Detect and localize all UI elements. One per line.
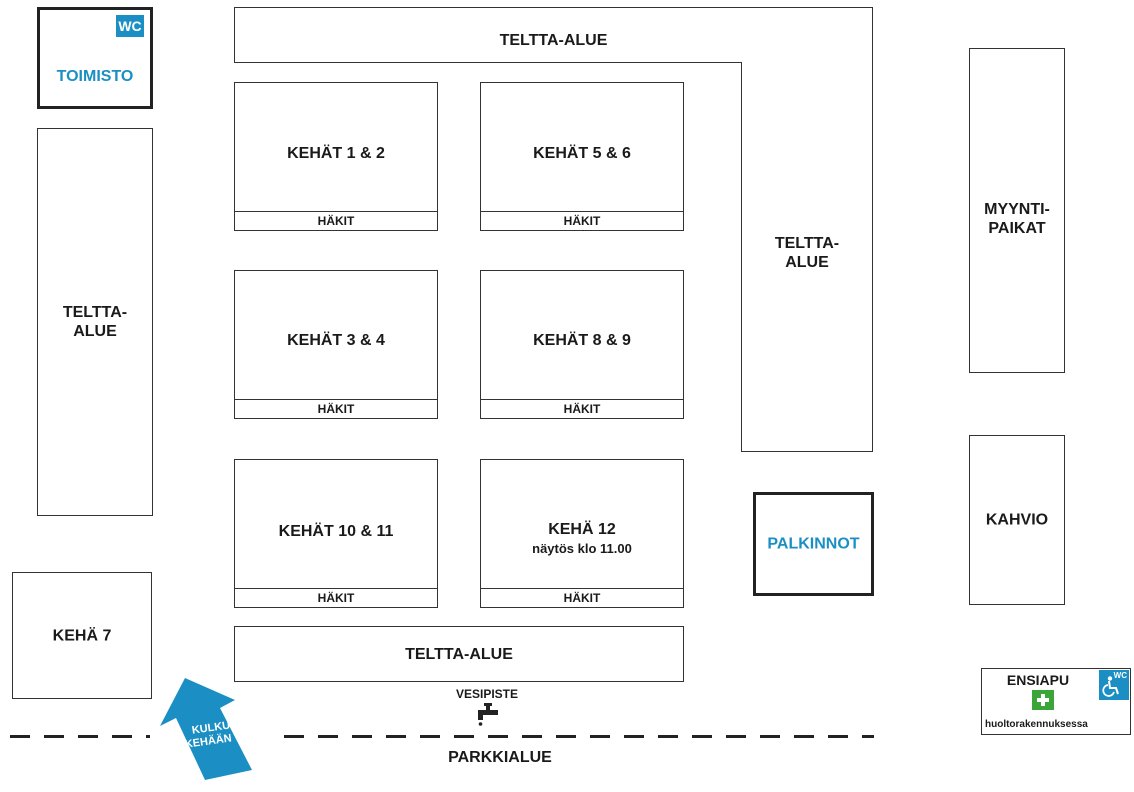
ring-label: KEHÄT 8 & 9: [533, 332, 631, 349]
ring-7-label: KEHÄ 7: [52, 627, 112, 644]
office-label: TOIMISTO: [56, 68, 134, 85]
first-aid-title: ENSIAPU: [1006, 672, 1070, 688]
wc-icon: WC: [116, 15, 144, 37]
ring-label: KEHÄT 5 & 6: [533, 145, 631, 162]
water-point-label: VESIPISTE: [455, 687, 519, 701]
cages-label: HÄKIT: [480, 211, 684, 231]
prizes-label: PALKINNOT: [767, 535, 860, 553]
tent-area-left-label: TELTTA- ALUE: [62, 304, 128, 340]
tent-area-right-label: TELTTA- ALUE: [774, 235, 840, 271]
wc-icon: WC: [1113, 671, 1127, 680]
cages-label: HÄKIT: [234, 211, 438, 231]
ring-1-2: KEHÄT 1 & 2 HÄKIT: [234, 82, 438, 231]
tent-area-bottom-label: TELTTA-ALUE: [405, 646, 513, 663]
tent-area-right: TELTTA- ALUE: [741, 62, 873, 452]
tent-area-top-label: TELTTA-ALUE: [499, 32, 608, 49]
ring-3-4: KEHÄT 3 & 4 HÄKIT: [234, 270, 438, 419]
ring-10-11: KEHÄT 10 & 11 HÄKIT: [234, 459, 438, 608]
ring-8-9: KEHÄT 8 & 9 HÄKIT: [480, 270, 684, 419]
ring-label: KEHÄT 10 & 11: [278, 523, 394, 540]
tent-area-bottom: TELTTA-ALUE: [234, 626, 684, 682]
first-aid-cross-icon: [1032, 690, 1054, 710]
ring-7: KEHÄ 7: [12, 572, 152, 699]
water-tap-icon: [478, 703, 498, 726]
prizes-booth: PALKINNOT: [753, 492, 874, 596]
parking-area-label: PARKKIALUE: [448, 749, 552, 766]
office-building: WC TOIMISTO: [37, 7, 153, 109]
cages-label: HÄKIT: [234, 588, 438, 608]
ring-label: KEHÄ 12: [548, 521, 616, 538]
show-time-note: näytös klo 11.00: [532, 541, 632, 556]
tent-area-joint: [742, 61, 872, 63]
parking-boundary-line: [284, 735, 874, 738]
ring-5-6: KEHÄT 5 & 6 HÄKIT: [480, 82, 684, 231]
cafe: KAHVIO: [969, 435, 1065, 605]
first-aid-box: ENSIAPU WC huoltorakennuksessa: [981, 668, 1131, 735]
ring-label: KEHÄT 3 & 4: [287, 332, 385, 349]
first-aid-location-note: huoltorakennuksessa: [985, 719, 1088, 730]
parking-boundary-line: [10, 735, 150, 738]
tent-area-top: TELTTA-ALUE: [234, 7, 873, 63]
ring-label: KEHÄT 1 & 2: [287, 145, 385, 162]
accessibility-icon: WC: [1099, 670, 1129, 700]
sales-area: MYYNTI- PAIKAT: [969, 48, 1065, 373]
cages-label: HÄKIT: [480, 588, 684, 608]
ring-12: KEHÄ 12 näytös klo 11.00 HÄKIT: [480, 459, 684, 608]
cafe-label: KAHVIO: [985, 511, 1049, 529]
tent-area-left: TELTTA- ALUE: [37, 128, 153, 516]
sales-area-label: MYYNTI- PAIKAT: [984, 201, 1050, 237]
cages-label: HÄKIT: [480, 399, 684, 419]
arrow-icon: [160, 678, 252, 780]
cages-label: HÄKIT: [234, 399, 438, 419]
